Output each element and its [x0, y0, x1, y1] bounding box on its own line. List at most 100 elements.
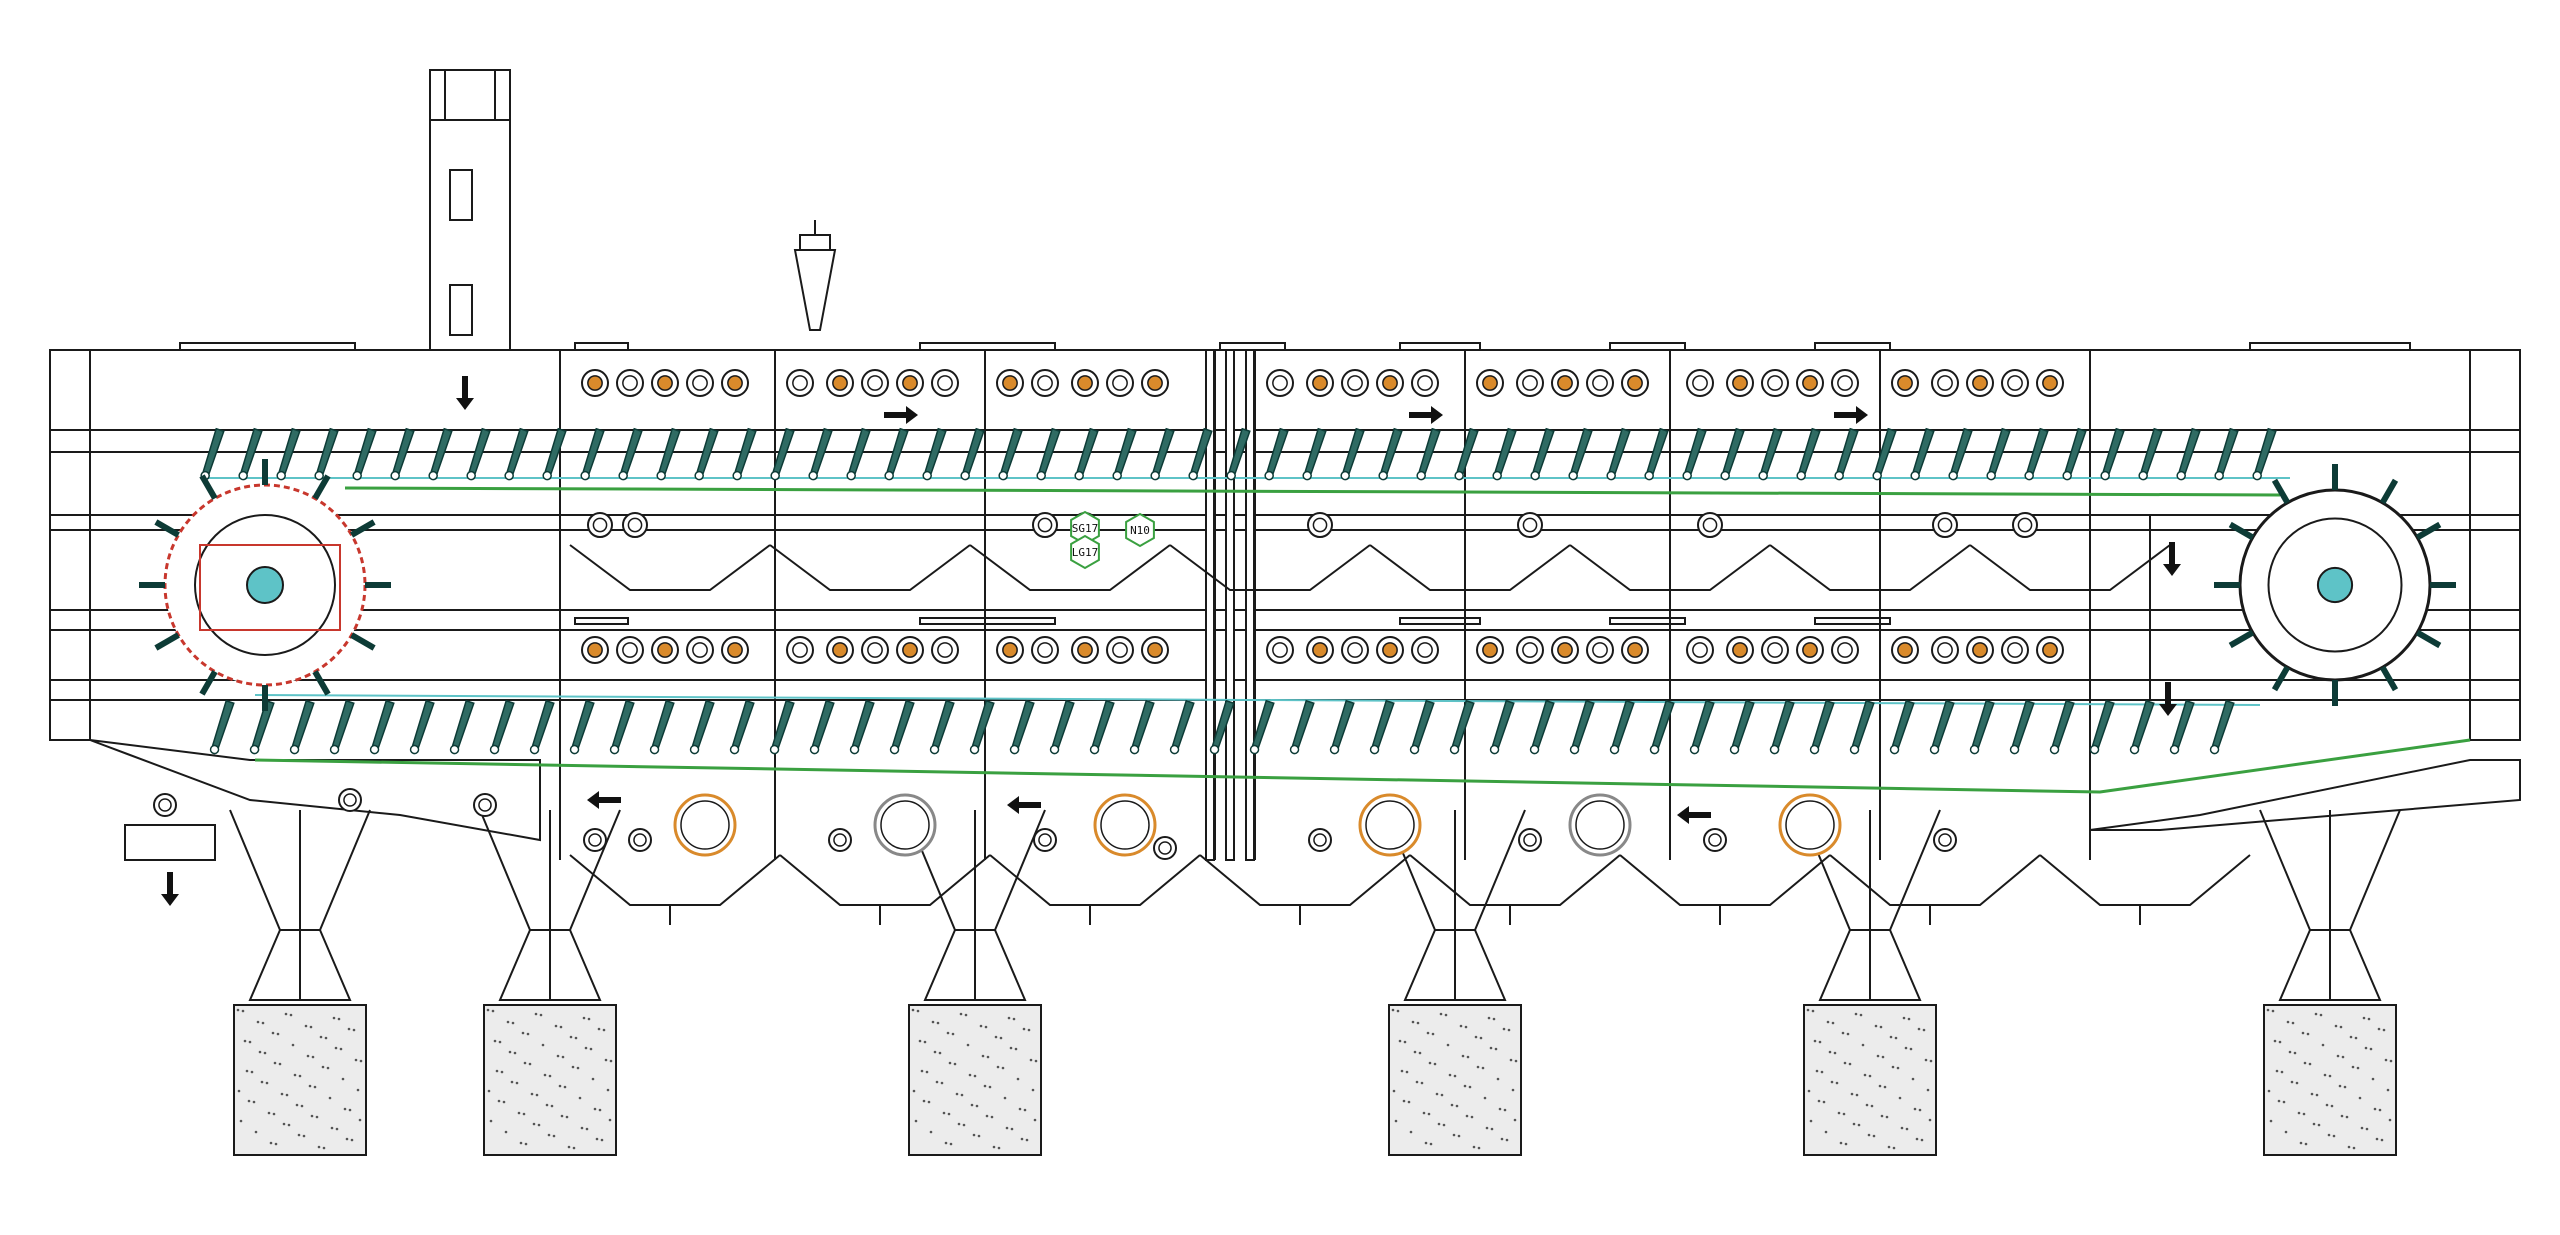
- blade-body: [610, 699, 635, 752]
- aggregate-dot: [975, 1104, 979, 1108]
- port-lens: [1802, 375, 1818, 391]
- aggregate-dot: [341, 1077, 345, 1081]
- conveyor-blade: [1489, 699, 1515, 755]
- aggregate-dot: [936, 1021, 940, 1025]
- aggregate-dot: [925, 1070, 929, 1074]
- sprocket-tooth: [2415, 521, 2442, 541]
- aggregate-dot: [1005, 1126, 1009, 1130]
- aggregate-dot: [289, 1013, 293, 1017]
- aggregate-dot: [2299, 1141, 2303, 1145]
- upper-hopper: [1369, 544, 1571, 591]
- blade-hinge: [1910, 470, 1920, 481]
- machine-structure: [49, 69, 2521, 1001]
- concrete-foundation: [483, 1004, 617, 1156]
- conveyor-blade: [1150, 427, 1175, 481]
- aggregate-dot: [1811, 1009, 1815, 1013]
- aggregate-dot: [916, 1009, 920, 1013]
- blade-body: [890, 699, 915, 752]
- conveyor-blade: [2252, 427, 2277, 481]
- aggregate-dot: [537, 1123, 541, 1127]
- aggregate-dot: [1474, 1035, 1478, 1039]
- aggregate-dot: [1874, 1024, 1878, 1028]
- blade-body: [410, 699, 435, 752]
- aggregate-dot: [2382, 1028, 2386, 1032]
- aggregate-dot: [2347, 1145, 2351, 1149]
- tag-hexagon: [1070, 534, 1100, 570]
- aggregate-dot: [554, 1024, 558, 1028]
- aggregate-dot: [547, 1133, 551, 1137]
- conveyor-blade: [1682, 427, 1707, 481]
- aggregate-dot: [322, 1146, 326, 1150]
- aggregate-dot: [1468, 1085, 1472, 1089]
- port-lens: [1312, 642, 1328, 658]
- aggregate-dot: [1391, 1008, 1395, 1012]
- blade-hinge: [729, 744, 740, 755]
- port-lens: [1627, 375, 1643, 391]
- aggregate-dot: [1448, 1073, 1452, 1077]
- aggregate-dot: [569, 1035, 573, 1039]
- blade-hinge: [960, 470, 970, 481]
- inspection-window-inner: [880, 800, 930, 850]
- conveyor-blade: [609, 699, 635, 755]
- conveyor-blade: [428, 427, 453, 481]
- aggregate-dot: [946, 1031, 950, 1035]
- upper-hopper: [1769, 544, 1971, 591]
- port-lens: [792, 375, 808, 391]
- port-lens: [1732, 642, 1748, 658]
- aggregate-dot: [1835, 1081, 1839, 1085]
- blade-body: [1410, 699, 1435, 752]
- aggregate-dot: [343, 1107, 347, 1111]
- aggregate-dot: [254, 1130, 258, 1134]
- aggregate-dot: [313, 1085, 317, 1089]
- conveyor-blade: [1986, 427, 2011, 481]
- conveyor-blade: [1454, 427, 1479, 481]
- blade-body: [210, 699, 235, 752]
- conveyor-blade: [1329, 699, 1355, 755]
- concrete-foundation: [1388, 1004, 1522, 1156]
- aggregate-dot: [1911, 1077, 1915, 1081]
- port-lens: [1767, 642, 1783, 658]
- aggregate-dot: [567, 1145, 571, 1149]
- aggregate-dot: [269, 1141, 273, 1145]
- arrow-head: [1007, 796, 1041, 814]
- blade-hinge: [580, 470, 590, 481]
- conveyor-blade: [289, 699, 315, 755]
- conveyor-blade: [1889, 699, 1915, 755]
- aggregate-dot: [560, 1114, 564, 1118]
- port-lens: [1592, 642, 1608, 658]
- aggregate-dot: [911, 1008, 915, 1012]
- aggregate-dot: [309, 1025, 313, 1029]
- sprocket-tooth: [312, 474, 331, 500]
- inspection-window: [673, 793, 737, 857]
- port-lens: [867, 642, 883, 658]
- instrument-tag: N10: [1125, 512, 1155, 548]
- blade-hinge: [1089, 744, 1100, 755]
- aggregate-dot: [1513, 1118, 1517, 1122]
- aggregate-dot: [2354, 1036, 2358, 1040]
- blade-body: [1810, 699, 1835, 752]
- aggregate-dot: [2291, 1021, 2295, 1025]
- port-lens: [937, 375, 953, 391]
- blade-hinge: [2049, 744, 2060, 755]
- conveyor-blade: [409, 699, 435, 755]
- upper-hopper: [1169, 544, 1371, 591]
- aggregate-dot: [1822, 1100, 1826, 1104]
- aggregate-dot: [565, 1115, 569, 1119]
- sprocket-tooth: [350, 519, 376, 538]
- conveyor-blade: [1809, 699, 1835, 755]
- aggregate-dot: [1027, 1028, 1031, 1032]
- left-discharge-chute: [89, 739, 541, 842]
- port-lens: [2042, 375, 2058, 391]
- conveyor-blade: [449, 699, 475, 755]
- blade-hinge: [998, 470, 1008, 481]
- blade-body: [1730, 699, 1755, 752]
- aggregate-dot: [1863, 1073, 1867, 1077]
- flow-arrow-icon: [2159, 682, 2177, 716]
- aggregate-dot: [2277, 1099, 2281, 1103]
- sprocket-inner: [194, 514, 336, 656]
- mid-lid: [574, 617, 629, 625]
- conveyor-blade: [352, 427, 377, 481]
- port-lens: [1002, 375, 1018, 391]
- blade-hinge: [1682, 470, 1692, 481]
